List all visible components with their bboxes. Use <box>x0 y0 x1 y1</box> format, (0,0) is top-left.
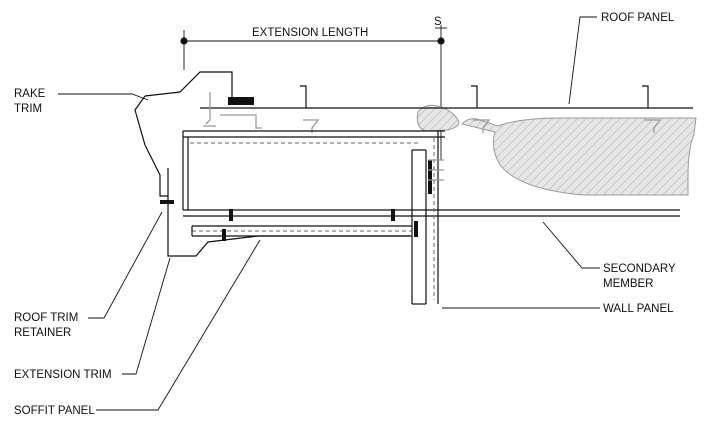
roof-clip-2 <box>471 85 478 108</box>
dimension-dot-left <box>180 37 188 45</box>
leaders <box>58 16 600 411</box>
extension-length-dimension: EXTENSION LENGTH S <box>180 16 447 160</box>
wall-panel-group <box>411 131 444 305</box>
roof-panel-label: ROOF PANEL <box>601 12 675 24</box>
soffit-panel-label: SOFFIT PANEL <box>14 405 95 417</box>
extension-frame <box>182 130 680 217</box>
rake-trim-label-line2: TRIM <box>14 103 42 115</box>
roof-hatch <box>416 104 697 196</box>
soffit-panel <box>191 225 412 237</box>
roof-clip-1 <box>300 85 307 108</box>
secondary-member-label-line1: SECONDARY <box>603 263 676 275</box>
ridge-closure-block <box>228 97 254 105</box>
rake-trim-leader <box>58 93 149 101</box>
extension-trim <box>167 168 410 257</box>
eave-mark-label: S <box>434 16 442 28</box>
dimension-dot-right <box>437 37 445 45</box>
extension-trim-label: EXTENSION TRIM <box>14 369 112 381</box>
extension-trim-leader <box>122 257 171 375</box>
rake-trim <box>134 95 168 197</box>
roof-panel-leader <box>568 16 597 105</box>
secondary-member-label-line2: MEMBER <box>603 278 653 290</box>
callout-labels: ROOF PANEL RAKE TRIM SECONDARY MEMBER WA… <box>14 12 676 417</box>
roof-trim-retainer-leader <box>88 211 163 319</box>
roof-trim-retainer-label-line1: ROOF TRIM <box>14 312 78 324</box>
roof-trim-retainer-label-line2: RETAINER <box>14 327 71 339</box>
roof-fasteners <box>203 92 662 133</box>
secondary-member-leader <box>542 221 600 269</box>
roof-clip-3 <box>642 85 649 108</box>
fastener-marks <box>160 200 418 241</box>
roof-clips <box>228 85 649 108</box>
wall-panel-label: WALL PANEL <box>603 303 674 315</box>
rake-trim-top <box>144 71 233 100</box>
rake-trim-label-line1: RAKE <box>14 88 46 100</box>
soffit-panel-leader <box>96 239 261 411</box>
extension-length-label: EXTENSION LENGTH <box>252 27 368 39</box>
